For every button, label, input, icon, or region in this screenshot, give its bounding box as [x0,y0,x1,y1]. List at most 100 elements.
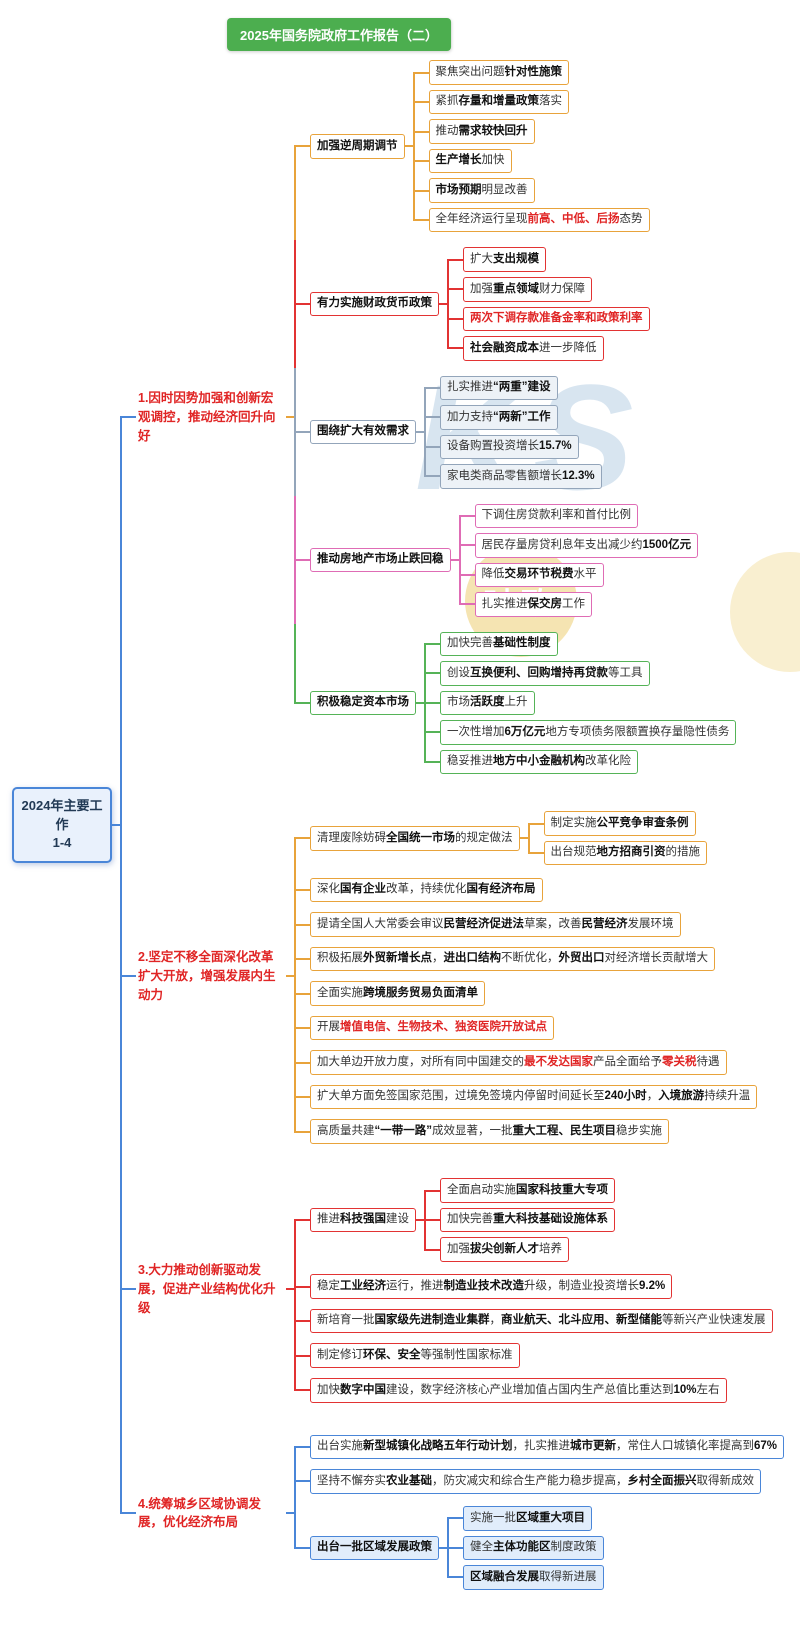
topic-text: 最不发达国家 [524,1055,593,1068]
topic-text: 针对性施策 [504,65,563,78]
topic-b1-3-1[interactable]: 扎实推进“两重”建设 [440,375,558,401]
topic-text: 3.大力推动创新驱动发展，促进产业结构优化升级 [138,1263,276,1315]
topic-text: ，常住人口城镇化率提高到 [616,1440,754,1453]
topic-b1-3-4[interactable]: 家电类商品零售额增长12.3% [440,464,602,489]
topic-text: 提请全国人大常委会审议 [317,917,444,930]
topic-b1-2-3[interactable]: 两次下调存款准备金率和政策利率 [463,306,650,332]
branch-cell: 加强重点领域财力保障 [447,274,650,305]
topic-b1-4-2[interactable]: 居民存量房贷利息年支出减少约1500亿元 [474,533,699,558]
branch-cell: 健全主体功能区制度政策 [447,1533,604,1563]
topic-text: 重大科技基础设施体系 [493,1213,608,1226]
branch-cell: 出台一批区域发展政策实施一批区域重大项目健全主体功能区制度政策区域融合发展取得新… [294,1498,784,1598]
topic-b1-1[interactable]: 加强逆周期调节 [310,134,405,159]
topic-b1-4-1[interactable]: 下调住房贷款利率和首付比例 [474,503,638,529]
topic-text: 扎实推进 [481,597,528,610]
topic-b1-5-4[interactable]: 一次性增加6万亿元地方专项债务限额置换存量隐性债务 [440,720,737,745]
topic-b2[interactable]: 2.坚定不移全面深化改革扩大开放，增强发展内生动力 [136,946,286,1006]
topic-b2-1-2[interactable]: 出台规范地方招商引资的措施 [543,840,707,866]
topic-text: 等新兴产业快速发展 [662,1314,766,1327]
branch-cell: 积极稳定资本市场 加快完善基础性制度创设互换便利、回购增持再贷款等工具市场活跃度上… [294,624,737,782]
topic-text: 稳妥推进 [447,755,493,768]
branch-cell: 提请全国人大常委会审议民营经济促进法草案，改善民营经济发展环境 [294,907,757,942]
topic-b3-2[interactable]: 稳定工业经济运行，推进制造业技术改造升级，制造业投资增长9.2% [310,1274,673,1299]
topic-b1-5[interactable]: 积极稳定资本市场 [310,690,416,716]
topic-text: 加快 [481,154,505,167]
topic-b1-1-4[interactable]: 生产增长加快 [428,148,512,174]
topic-b1-2-4[interactable]: 社会融资成本进一步降低 [463,336,604,361]
topic-b1-2[interactable]: 有力实施财政货币政策 [310,291,439,317]
branch-cell: 创设互换便利、回购增持再贷款等工具 [424,658,736,689]
topic-b1-4-4[interactable]: 扎实推进保交房工作 [474,592,592,617]
topic-text: 草案，改善 [524,917,582,930]
topic-b4[interactable]: 4.统筹城乡区域协调发展，优化经济布局 [136,1493,286,1535]
topic-b3-3[interactable]: 新培育一批国家级先进制造业集群，商业航天、北斗应用、新型储能等新兴产业快速发展 [310,1308,773,1334]
topic-b1-1-3[interactable]: 推动需求较快回升 [428,119,535,144]
branch-cell: 出台规范地方招商引资的措施 [527,838,707,868]
topic-b3-4[interactable]: 制定修订环保、安全等强制性国家标准 [310,1343,520,1368]
topic-text: 重大工程、民生项目 [512,1124,617,1137]
topic-text: 建设 [386,1213,409,1226]
topic-b1-3[interactable]: 围绕扩大有效需求 [310,419,416,445]
branch-cell: 区域融合发展取得新进展 [447,1562,604,1593]
topic-text: 改革化险 [585,755,631,768]
topic-b1-4[interactable]: 推动房地产市场止跌回稳 [310,547,451,573]
topic-b1-1-6[interactable]: 全年经济运行呈现前高、中低、后扬态势 [428,207,650,233]
topic-b3-5[interactable]: 加快数字中国建设，数字经济核心产业增加值占国内生产总值比重达到10%左右 [310,1378,727,1403]
topic-b4-3[interactable]: 出台一批区域发展政策 [310,1535,439,1561]
topic-text: 家电类商品零售额增长 [447,469,562,482]
topic-b1-5-5[interactable]: 稳妥推进地方中小金融机构改革化险 [440,749,638,775]
topic-text: 稳定 [317,1279,340,1292]
branch-cell: 坚持不懈夯实农业基础，防灾减灾和综合生产能力稳步提高，乡村全面振兴取得新成效 [294,1464,784,1499]
topic-b4-2[interactable]: 坚持不懈夯实农业基础，防灾减灾和综合生产能力稳步提高，乡村全面振兴取得新成效 [310,1469,761,1494]
topic-b1-2-1[interactable]: 扩大支出规模 [463,247,546,272]
topic-b3-1-1[interactable]: 全面启动实施国家科技重大专项 [440,1178,615,1203]
topic-b4-1[interactable]: 出台实施新型城镇化战略五年行动计划，扎实推进城市更新，常住人口城镇化率提高到67… [310,1434,785,1460]
topic-b3-1[interactable]: 推进科技强国建设 [310,1207,416,1233]
topic-text: 创设 [447,666,470,679]
topic-b1-5-1[interactable]: 加快完善基础性制度 [440,631,558,657]
topic-b2-1[interactable]: 清理废除妨碍全国统一市场的规定做法 [310,826,520,851]
topic-text: 制造业技术改造 [443,1279,525,1292]
topic-text: 一次性增加 [447,725,505,738]
topic-b1-1-1[interactable]: 聚焦突出问题针对性施策 [428,60,569,85]
topic-text: 开放试点 [501,1021,547,1034]
topic-b2-5[interactable]: 全面实施跨境服务贸易负面清单 [310,981,485,1006]
topic-text: 围绕扩大有效需求 [317,425,409,438]
topic-b1-4-3[interactable]: 降低交易环节税费水平 [474,562,604,588]
topic-text: 等强制性国家标准 [420,1348,513,1361]
topic-b2-1-1[interactable]: 制定实施公平竞争审查条例 [543,811,696,836]
report-title-badge[interactable]: 2025年国务院政府工作报告（二） [227,18,451,51]
topic-text: 的措施 [665,846,701,859]
topic-b2-6[interactable]: 开展增值电信、生物技术、独资医院开放试点 [310,1015,554,1041]
topic-text: 发展环境 [627,917,674,930]
branch-cell: 设备购置投资增长15.7% [424,432,602,462]
topic-b2-8[interactable]: 扩大单方面免签国家范围，过境免签境内停留时间延长至240小时，入境旅游持续升温 [310,1084,758,1110]
topic-b1-3-3[interactable]: 设备购置投资增长15.7% [440,434,579,460]
topic-b4-3-1[interactable]: 实施一批区域重大项目 [463,1506,592,1531]
topic-b2-9[interactable]: 高质量共建“一带一路”成效显著，一批重大工程、民生项目稳步实施 [310,1119,669,1144]
topic-b2-3[interactable]: 提请全国人大常委会审议民营经济促进法草案，改善民营经济发展环境 [310,912,681,937]
topic-b3[interactable]: 3.大力推动创新驱动发展，促进产业结构优化升级 [136,1259,286,1319]
topic-b1-5-2[interactable]: 创设互换便利、回购增持再贷款等工具 [440,661,650,686]
topic-b1[interactable]: 1.因时因势加强和创新宏观调控，推动经济回升向好 [136,387,286,447]
branch-cell: 降低交易环节税费水平 [458,560,699,590]
topic-b2-2[interactable]: 深化国有企业改革，持续优化国有经济布局 [310,877,543,903]
topic-b2-4[interactable]: 积极拓展外贸新增长点，进出口结构不断优化，外贸出口对经济增长贡献增大 [310,946,715,972]
topic-text: 加快 [317,1383,340,1396]
topic-b1-1-5[interactable]: 市场预期明显改善 [428,178,535,203]
topic-text: 水平 [573,568,597,581]
topic-b1-1-2[interactable]: 紧抓存量和增量政策落实 [428,89,569,115]
topic-text: 设备购置投资增长 [447,440,539,453]
topic-b2-7[interactable]: 加大单边开放力度，对所有同中国建交的最不发达国家产品全面给予零关税待遇 [310,1050,727,1075]
topic-b4-3-3[interactable]: 区域融合发展取得新进展 [463,1565,604,1590]
topic-b1-2-2[interactable]: 加强重点领域财力保障 [463,277,592,302]
topic-b1-5-3[interactable]: 市场活跃度上升 [440,690,535,716]
topic-b3-1-2[interactable]: 加快完善重大科技基础设施体系 [440,1207,615,1233]
topic-root[interactable]: 2024年主要工作 1-4 [12,786,112,864]
topic-b1-3-2[interactable]: 加力支持“两新”工作 [440,405,558,430]
topic-b4-3-2[interactable]: 健全主体功能区制度政策 [463,1535,604,1561]
topic-b3-1-3[interactable]: 加强拔尖创新人才培养 [440,1237,569,1262]
topic-text: 待遇 [696,1055,720,1068]
branch-cell: 两次下调存款准备金率和政策利率 [447,304,650,334]
